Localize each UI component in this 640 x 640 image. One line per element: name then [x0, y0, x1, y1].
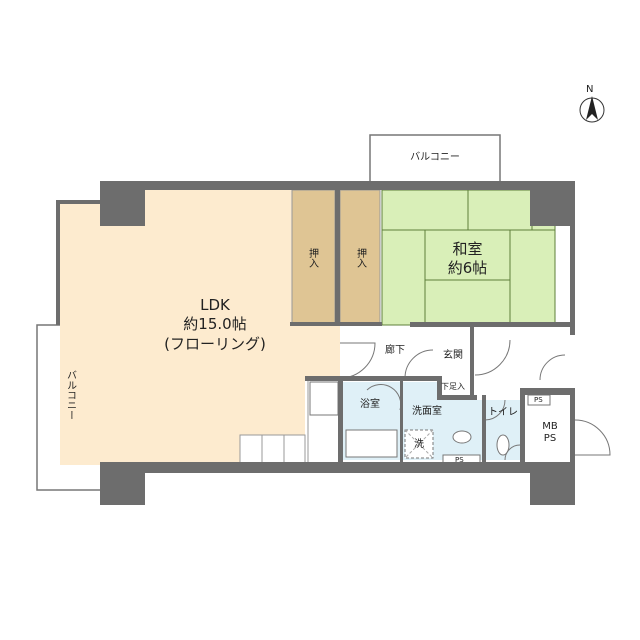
- washroom-label: 洗面室: [412, 406, 442, 417]
- oshiire-2-label: 押入: [354, 248, 366, 268]
- washitsu-size: 約6帖: [447, 259, 488, 277]
- genkan-label: 玄関: [443, 350, 463, 361]
- ldk-size: 約15.0帖: [183, 315, 247, 333]
- oshiire-2: [339, 189, 381, 326]
- compass-label: N: [586, 84, 594, 95]
- kitchen-cabinets: [239, 434, 306, 466]
- ldk-floor: [60, 190, 340, 465]
- balcony-top: [369, 134, 501, 186]
- kitchen-counter: [309, 381, 339, 416]
- ps-label-1: PS: [455, 456, 464, 464]
- toilet-label: トイレ: [488, 407, 518, 418]
- toilet-bowl: [496, 434, 510, 456]
- north-arrow-icon: [579, 96, 605, 123]
- balcony-left-label: バルコニー: [64, 370, 76, 420]
- ldk-floor-type: (フローリング): [164, 335, 266, 353]
- shoe-cabinet-label: 下足入: [441, 382, 465, 391]
- ps-label-2: PS: [534, 396, 543, 404]
- washitsu-name: 和室: [452, 240, 483, 258]
- washer-label: 洗: [414, 439, 424, 450]
- walls: [56, 181, 575, 505]
- ldk-name: LDK: [200, 296, 230, 314]
- bath-label: 浴室: [360, 399, 380, 410]
- sink: [452, 430, 472, 444]
- bathtub: [345, 429, 398, 458]
- oshiire-1-label: 押入: [306, 248, 318, 268]
- hallway-label: 廊下: [385, 345, 405, 356]
- balcony-top-label: バルコニー: [410, 152, 460, 163]
- mbps-label: MB PS: [542, 421, 558, 444]
